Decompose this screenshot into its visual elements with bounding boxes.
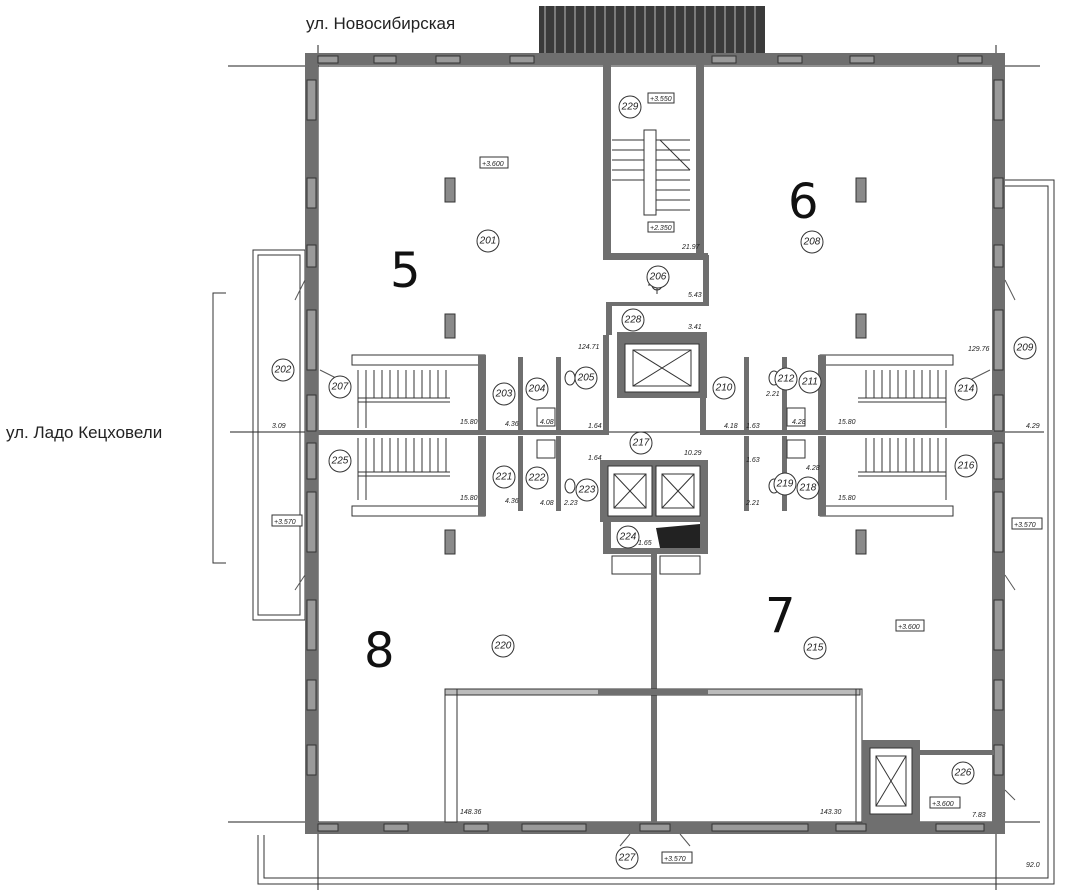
room-number: 205 (577, 373, 595, 384)
room-number: 219 (776, 479, 794, 490)
area-label: 1.63 (746, 423, 760, 430)
level-mark: +3.570 (274, 519, 296, 526)
area-label: 2.23 (563, 500, 578, 507)
area-label: 4.36 (505, 421, 519, 428)
area-label: 4.36 (505, 498, 519, 505)
level-mark: +3.570 (1014, 522, 1036, 529)
stairs-east (818, 354, 954, 517)
room-number: 226 (954, 768, 972, 779)
area-label: 1.64 (588, 455, 602, 462)
room-number: 225 (331, 456, 349, 467)
windows (306, 55, 1004, 832)
room-number: 220 (494, 641, 512, 652)
level-mark: +2.350 (650, 225, 672, 232)
area-label: 4.18 (724, 423, 738, 430)
room-number: 215 (806, 643, 824, 654)
room-number: 217 (632, 438, 650, 449)
area-label: 1.65 (638, 540, 652, 547)
room-number: 208 (803, 237, 821, 248)
zone-number-8: 8 (364, 623, 395, 679)
stairs-west (351, 354, 486, 517)
room-number: 229 (621, 102, 639, 113)
columns (444, 177, 867, 555)
zone-number-6: 6 (788, 174, 819, 230)
level-mark: +3.570 (664, 856, 686, 863)
area-label: 10.29 (684, 450, 702, 457)
area-label: 129.76 (968, 346, 990, 353)
zone-number-5: 5 (390, 243, 421, 299)
left-balcony (252, 249, 306, 621)
area-label: 4.28 (806, 465, 820, 472)
dimension-bracket (212, 292, 226, 564)
area-label: 1.64 (588, 423, 602, 430)
office-partition (444, 688, 863, 823)
room-number: 223 (578, 485, 596, 496)
room-number: 201 (479, 236, 497, 247)
area-label: 2.21 (765, 391, 780, 398)
corridor-walls (318, 430, 994, 435)
room-number: 207 (331, 382, 349, 393)
room-number: 211 (801, 377, 818, 388)
street-label-left: ул. Ладо Кецховели (6, 423, 163, 442)
room-number: 228 (624, 315, 642, 326)
area-label: 5.43 (688, 292, 702, 299)
street-label-top: ул. Новосибирская (306, 14, 456, 33)
level-mark: +3.550 (650, 96, 672, 103)
area-label: 3.41 (688, 324, 702, 331)
area-label: 4.28 (792, 419, 806, 426)
room-number: 212 (777, 374, 795, 385)
roof-grille (539, 6, 765, 53)
elevators-bottom (600, 460, 708, 575)
area-label: 15.80 (838, 419, 856, 426)
area-label: 1.63 (746, 457, 760, 464)
level-mark: +3.600 (482, 161, 504, 168)
zone-number-7: 7 (765, 588, 796, 644)
area-label: 3.09 (272, 423, 286, 430)
area-label: 143.30 (820, 809, 842, 816)
room-number: 222 (528, 473, 546, 484)
level-mark: +3.600 (898, 624, 920, 631)
elevator-top (617, 338, 707, 398)
room-number: 221 (495, 472, 513, 483)
room-number: 209 (1016, 343, 1034, 354)
area-label: 92.0 (1026, 862, 1040, 869)
area-label: 4.08 (540, 419, 554, 426)
level-mark-boxes (271, 92, 1043, 864)
door-swings (294, 279, 1016, 847)
area-label: 7.83 (972, 812, 986, 819)
room-number: 227 (618, 853, 636, 864)
service-elevator (862, 740, 994, 822)
right-gallery (257, 179, 1055, 885)
area-label: 124.71 (578, 344, 600, 351)
room-number: 203 (495, 389, 513, 400)
area-label: 148.36 (460, 809, 482, 816)
room-number: 216 (957, 461, 975, 472)
area-label: 4.29 (1026, 423, 1040, 430)
area-label: 4.08 (540, 500, 554, 507)
room-number: 202 (274, 365, 292, 376)
area-label: 21.97 (681, 244, 701, 251)
area-label: 15.80 (460, 495, 478, 502)
room-number: 218 (799, 483, 817, 494)
level-mark: +3.600 (932, 801, 954, 808)
room-number: 210 (715, 383, 733, 394)
area-label: 15.80 (838, 495, 856, 502)
room-number: 206 (649, 272, 667, 283)
room-number: 204 (528, 384, 546, 395)
area-label: 15.80 (460, 419, 478, 426)
room-markers (271, 95, 1037, 870)
area-label: 2.21 (745, 500, 760, 507)
room-number: 214 (957, 384, 975, 395)
core-walls (603, 335, 706, 822)
room-number: 224 (619, 532, 637, 543)
